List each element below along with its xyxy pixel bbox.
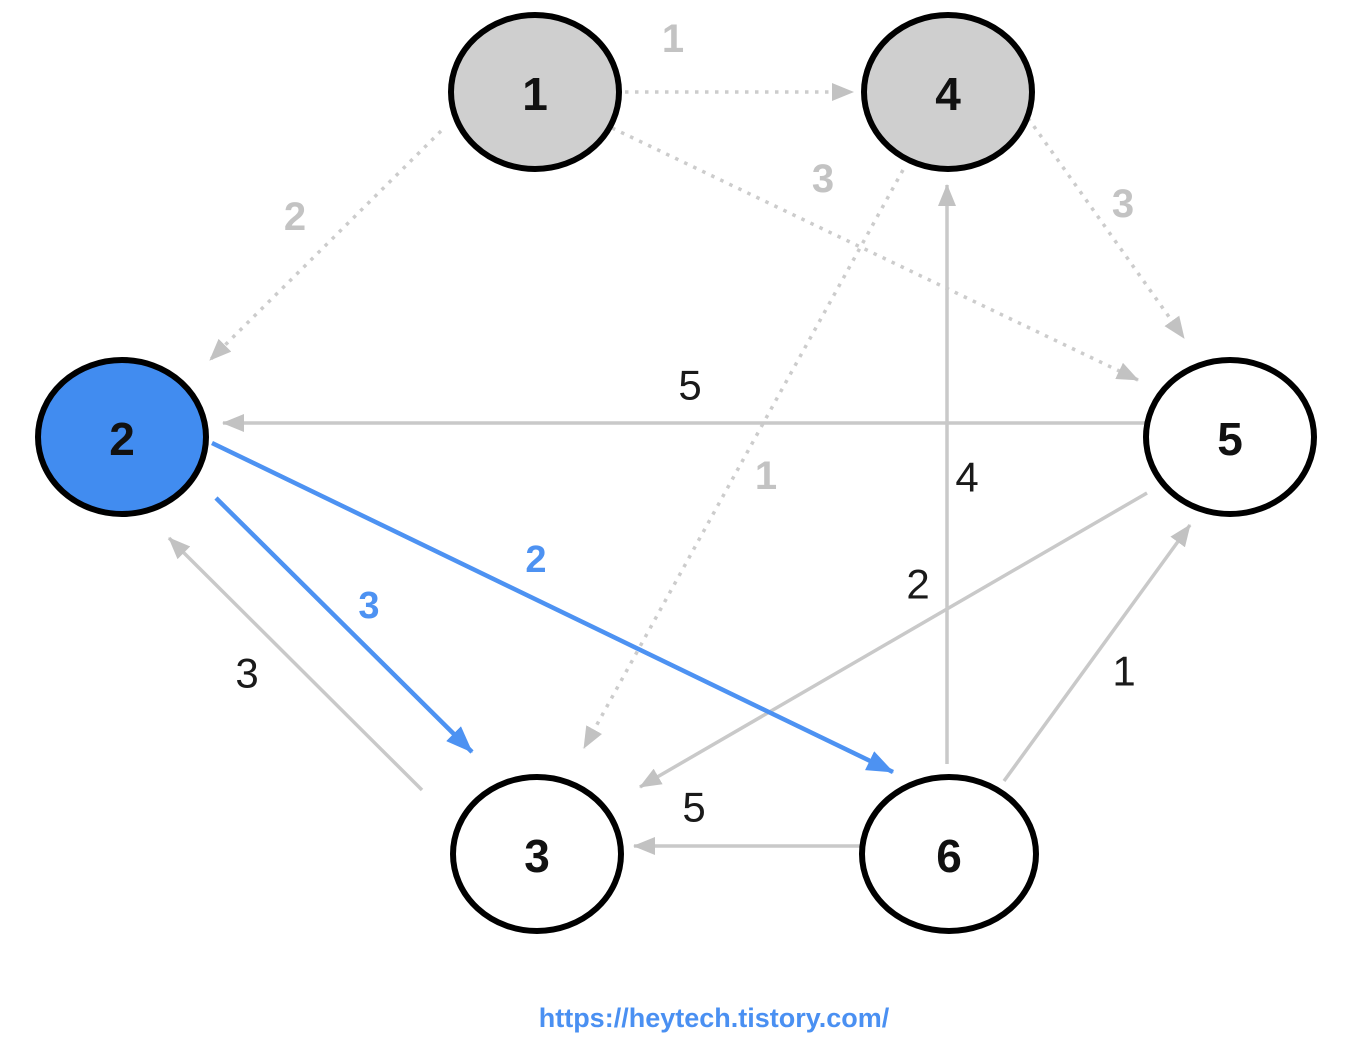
edge-weight-2-3: 3 bbox=[358, 585, 379, 627]
edge-weight-4-3: 1 bbox=[755, 454, 777, 498]
node-5-label: 5 bbox=[1217, 413, 1243, 465]
edge-labels-layer: 1 2 3 3 1 5 3 2 4 1 5 2 3 bbox=[235, 17, 1135, 831]
node-1: 1 bbox=[448, 12, 622, 172]
node-6-label: 6 bbox=[936, 830, 962, 882]
node-6: 6 bbox=[859, 774, 1039, 934]
node-5: 5 bbox=[1143, 357, 1317, 517]
edge-3-2 bbox=[167, 536, 424, 792]
edge-weight-2-6: 2 bbox=[525, 539, 546, 581]
edge-weight-4-5: 3 bbox=[1112, 182, 1134, 226]
node-4: 4 bbox=[861, 12, 1035, 172]
node-4-label: 4 bbox=[935, 68, 961, 120]
edge-weight-5-2: 5 bbox=[678, 362, 701, 409]
node-2-label: 2 bbox=[109, 413, 135, 465]
edge-weight-6-5: 1 bbox=[1112, 648, 1135, 695]
edge-2-6 bbox=[211, 440, 894, 775]
node-4-circle bbox=[861, 12, 1035, 172]
edge-weight-3-2: 3 bbox=[235, 650, 258, 697]
watermark-link: https://heytech.tistory.com/ bbox=[538, 1003, 890, 1033]
edge-5-3 bbox=[639, 491, 1148, 789]
node-3-label: 3 bbox=[524, 830, 550, 882]
edge-1-2 bbox=[208, 129, 443, 362]
edge-weight-6-4: 4 bbox=[955, 454, 978, 501]
edge-4-5 bbox=[1026, 116, 1186, 340]
edge-1-5 bbox=[584, 113, 1139, 382]
node-2-circle bbox=[35, 357, 209, 517]
node-6-circle bbox=[859, 774, 1039, 934]
node-3-circle bbox=[450, 774, 624, 934]
node-1-circle bbox=[448, 12, 622, 172]
edge-weight-5-3: 2 bbox=[906, 561, 929, 608]
node-5-circle bbox=[1143, 357, 1317, 517]
edges-layer bbox=[167, 83, 1192, 855]
edge-weight-6-3: 5 bbox=[682, 784, 705, 831]
edge-weight-1-2: 2 bbox=[284, 195, 306, 239]
edge-weight-1-4: 1 bbox=[662, 17, 684, 61]
edge-4-3 bbox=[582, 169, 905, 749]
node-3: 3 bbox=[450, 774, 624, 934]
edge-2-3 bbox=[214, 496, 474, 754]
node-1-label: 1 bbox=[522, 68, 548, 120]
node-2: 2 bbox=[35, 357, 209, 517]
edge-weight-1-5: 3 bbox=[812, 157, 834, 201]
nodes-layer: 1 4 2 5 3 6 bbox=[35, 12, 1317, 934]
edge-6-5 bbox=[1002, 523, 1192, 783]
